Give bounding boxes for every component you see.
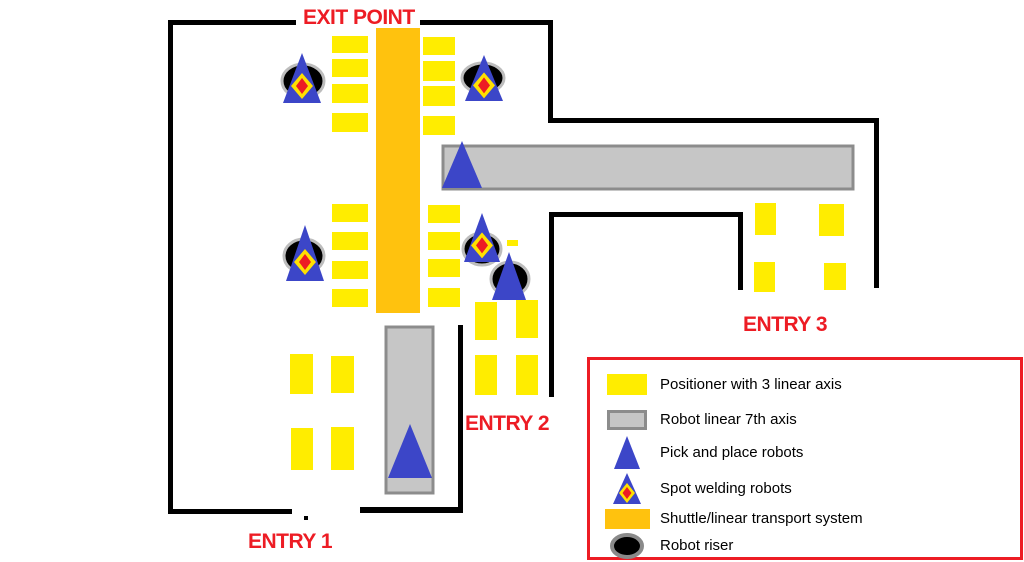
- wall-segment: [738, 212, 743, 290]
- legend-item-spot-welding: Spot welding robots: [603, 472, 792, 505]
- positioner: [332, 36, 368, 53]
- positioner: [332, 59, 368, 77]
- wall-segment: [420, 20, 552, 25]
- legend-item-pick-place: Pick and place robots: [603, 436, 803, 469]
- shuttle-swatch-icon: [603, 508, 651, 529]
- wall-segment: [548, 20, 553, 123]
- positioner: [516, 355, 538, 395]
- legend-label: Shuttle/linear transport system: [660, 510, 863, 527]
- wall-segment: [168, 20, 173, 514]
- weld-diamond-inner: [296, 78, 308, 94]
- legend-box: Positioner with 3 linear axis Robot line…: [587, 357, 1023, 560]
- weld-diamond-inner: [476, 237, 488, 254]
- positioner-swatch-icon: [603, 374, 651, 395]
- positioner: [428, 205, 460, 223]
- wall-segment: [549, 212, 554, 397]
- wall-segment: [168, 509, 292, 514]
- legend-item-riser: Robot riser: [603, 529, 733, 562]
- positioner: [332, 232, 368, 250]
- legend-item-linear-axis: Robot linear 7th axis: [603, 403, 797, 436]
- positioner: [423, 37, 455, 55]
- positioner: [291, 428, 313, 470]
- positioner: [475, 302, 497, 340]
- wall-segment: [549, 212, 742, 217]
- robot-linear-7th-axis: [441, 144, 855, 191]
- positioner: [428, 232, 460, 250]
- shuttle-transport-system: [376, 28, 420, 313]
- spot-welding-robot-icon: [603, 473, 651, 504]
- wall-segment: [874, 118, 879, 288]
- positioner: [516, 300, 538, 338]
- legend-label: Robot linear 7th axis: [660, 411, 797, 428]
- pick-and-place-robot: [442, 141, 482, 188]
- yellow-dash-mark: [507, 240, 518, 246]
- positioner: [423, 61, 455, 81]
- pick-and-place-robot: [388, 424, 432, 478]
- positioner: [331, 356, 354, 393]
- dot-mark: [304, 516, 308, 520]
- wall-segment: [168, 20, 296, 25]
- legend-item-positioner: Positioner with 3 linear axis: [603, 368, 842, 401]
- wall-segment: [548, 118, 878, 123]
- positioner: [332, 204, 368, 222]
- positioner: [423, 116, 455, 135]
- legend-label: Pick and place robots: [660, 444, 804, 461]
- pick-and-place-robot: [492, 252, 526, 300]
- positioner: [332, 289, 368, 307]
- positioner: [428, 288, 460, 307]
- positioner: [332, 113, 368, 132]
- legend-label: Robot riser: [660, 537, 734, 554]
- legend-label: Spot welding robots: [660, 480, 792, 497]
- weld-diamond-inner: [299, 253, 311, 270]
- legend-label: Positioner with 3 linear axis: [660, 376, 842, 393]
- positioner: [290, 354, 313, 394]
- positioner: [819, 204, 844, 236]
- positioner: [332, 261, 368, 279]
- pick-and-place-robot-icon: [603, 436, 651, 469]
- positioner: [824, 263, 846, 290]
- wall-segment: [458, 325, 463, 513]
- exit-point-label: EXIT POINT: [303, 6, 415, 29]
- linear-axis-swatch-icon: [603, 409, 651, 430]
- legend-item-shuttle: Shuttle/linear transport system: [603, 502, 863, 535]
- entry-1-label: ENTRY 1: [248, 530, 333, 553]
- positioner: [423, 86, 455, 106]
- positioner: [428, 259, 460, 277]
- entry-3-label: ENTRY 3: [743, 313, 827, 336]
- entry-2-label: ENTRY 2: [465, 412, 549, 435]
- positioner: [331, 427, 354, 470]
- robot-riser-icon: [603, 532, 651, 560]
- weld-diamond-inner: [478, 77, 490, 94]
- positioner: [754, 262, 775, 292]
- positioner: [332, 84, 368, 103]
- wall-segment: [360, 507, 463, 513]
- positioner: [755, 203, 776, 235]
- positioner: [475, 355, 497, 395]
